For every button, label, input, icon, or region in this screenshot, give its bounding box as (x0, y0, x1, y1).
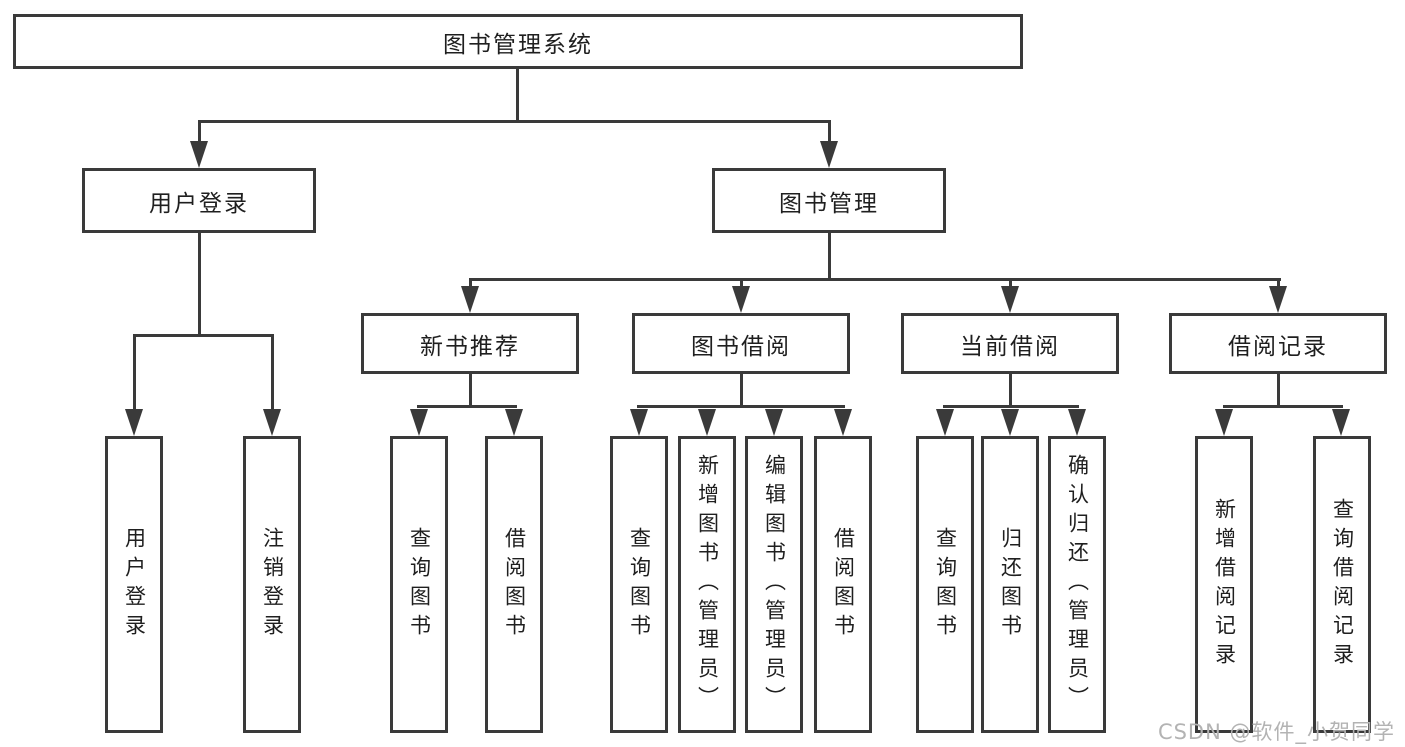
leaf-logout-label: 注销登录 (260, 526, 285, 643)
connector-borrow-records-crossbar (1223, 405, 1343, 408)
leaf-new-books-query-label: 查询图书 (407, 526, 432, 643)
arrow-down-icon (732, 286, 750, 313)
arrow-down-icon (1068, 409, 1086, 436)
leaf-new-books-borrow-label: 借阅图书 (502, 526, 527, 643)
leaf-borrow-edit: 编辑图书（管理员） (745, 436, 803, 733)
connector-book-borrow-stem (740, 374, 743, 408)
leaf-current-return: 归还图书 (981, 436, 1039, 733)
connector-user-login-stem (198, 233, 201, 336)
leaf-borrow-add: 新增图书（管理员） (678, 436, 736, 733)
arrow-down-icon (936, 409, 954, 436)
arrow-down-icon (630, 409, 648, 436)
connector-book-mgmt-stem (828, 233, 831, 280)
node-root-label: 图书管理系统 (443, 31, 593, 58)
leaf-records-query: 查询借阅记录 (1313, 436, 1371, 733)
leaf-borrow-borrow: 借阅图书 (814, 436, 872, 733)
connector-level2-crossbar (198, 120, 831, 123)
node-root: 图书管理系统 (13, 14, 1023, 69)
node-current-borrow: 当前借阅 (901, 313, 1119, 374)
connector-new-books-crossbar (417, 405, 517, 408)
leaf-current-query: 查询图书 (916, 436, 974, 733)
arrow-down-icon (1001, 286, 1019, 313)
connector-level3-drop (469, 278, 472, 288)
connector-user-login-drop (198, 120, 201, 143)
connector-user-login-crossbar (133, 334, 274, 337)
leaf-new-books-borrow: 借阅图书 (485, 436, 543, 733)
arrow-down-icon (410, 409, 428, 436)
node-book-mgmt: 图书管理 (712, 168, 946, 233)
arrow-down-icon (1269, 286, 1287, 313)
connector-book-borrow-crossbar (637, 405, 845, 408)
connector-level3-drop (740, 278, 743, 288)
leaf-borrow-add-label: 新增图书（管理员） (695, 454, 720, 715)
arrow-down-icon (461, 286, 479, 313)
node-user-login-label: 用户登录 (149, 190, 249, 217)
node-book-mgmt-label: 图书管理 (779, 190, 879, 217)
node-borrow-records: 借阅记录 (1169, 313, 1387, 374)
node-new-books-label: 新书推荐 (420, 333, 520, 360)
node-borrow-records-label: 借阅记录 (1228, 333, 1328, 360)
arrow-down-icon (698, 409, 716, 436)
node-new-books: 新书推荐 (361, 313, 579, 374)
leaf-user-login: 用户登录 (105, 436, 163, 733)
arrow-down-icon (765, 409, 783, 436)
arrow-down-icon (505, 409, 523, 436)
arrow-down-icon (263, 409, 281, 436)
leaf-current-query-label: 查询图书 (933, 526, 958, 643)
arrow-down-icon (125, 409, 143, 436)
node-book-borrow-label: 图书借阅 (691, 333, 791, 360)
arrow-down-icon (1332, 409, 1350, 436)
connector-current-borrow-crossbar (943, 405, 1079, 408)
connector-book-mgmt-drop (828, 120, 831, 143)
leaf-records-query-label: 查询借阅记录 (1330, 497, 1355, 672)
connector-level3-drop (1277, 278, 1280, 288)
connector-root-stem (516, 69, 519, 121)
connector-leaf-drop (133, 334, 136, 412)
node-user-login: 用户登录 (82, 168, 316, 233)
connector-level3-drop (1009, 278, 1012, 288)
leaf-borrow-query-label: 查询图书 (627, 526, 652, 643)
leaf-borrow-query: 查询图书 (610, 436, 668, 733)
leaf-logout: 注销登录 (243, 436, 301, 733)
connector-new-books-stem (469, 374, 472, 408)
leaf-borrow-borrow-label: 借阅图书 (831, 526, 856, 643)
csdn-watermark: CSDN @软件_小贺同学 (1157, 720, 1395, 744)
leaf-records-add: 新增借阅记录 (1195, 436, 1253, 733)
connector-borrow-records-stem (1277, 374, 1280, 408)
leaf-current-confirm-return: 确认归还（管理员） (1048, 436, 1106, 733)
arrow-down-icon (1215, 409, 1233, 436)
connector-current-borrow-stem (1009, 374, 1012, 408)
leaf-current-return-label: 归还图书 (998, 526, 1023, 643)
leaf-new-books-query: 查询图书 (390, 436, 448, 733)
arrow-down-icon (820, 141, 838, 168)
leaf-user-login-label: 用户登录 (122, 526, 147, 643)
leaf-current-confirm-return-label: 确认归还（管理员） (1065, 454, 1090, 715)
leaf-borrow-edit-label: 编辑图书（管理员） (762, 454, 787, 715)
arrow-down-icon (1001, 409, 1019, 436)
connector-leaf-drop (271, 334, 274, 412)
arrow-down-icon (834, 409, 852, 436)
node-current-borrow-label: 当前借阅 (960, 333, 1060, 360)
connector-level3-crossbar (469, 278, 1281, 281)
arrow-down-icon (190, 141, 208, 168)
node-book-borrow: 图书借阅 (632, 313, 850, 374)
leaf-records-add-label: 新增借阅记录 (1212, 497, 1237, 672)
